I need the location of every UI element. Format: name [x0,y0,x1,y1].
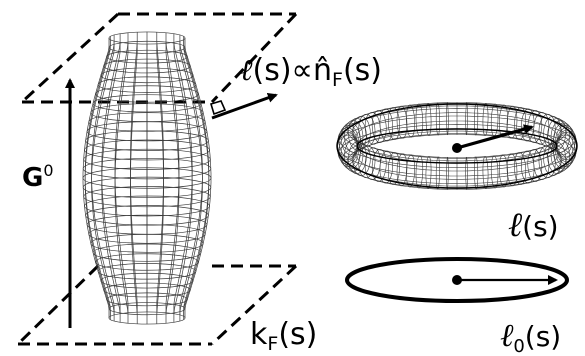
g0-label: G0 [22,161,54,193]
fermi-surface-barrel [82,31,212,325]
l0-label: ℓ0(s) [500,316,561,356]
torus-surface [336,102,578,190]
kf-label: kF(s) [250,317,317,355]
top-dashed-plane [20,12,298,104]
torus-l-label: ℓ(s) [508,205,559,245]
normal-proportional-label: ℓ(s)∝n̂F(s) [240,53,382,91]
normal-vector [210,93,278,120]
torus-vector [452,124,534,153]
l0-ellipse-group [345,257,569,303]
right-angle-marker [210,100,227,116]
bottom-dashed-plane [16,264,298,346]
